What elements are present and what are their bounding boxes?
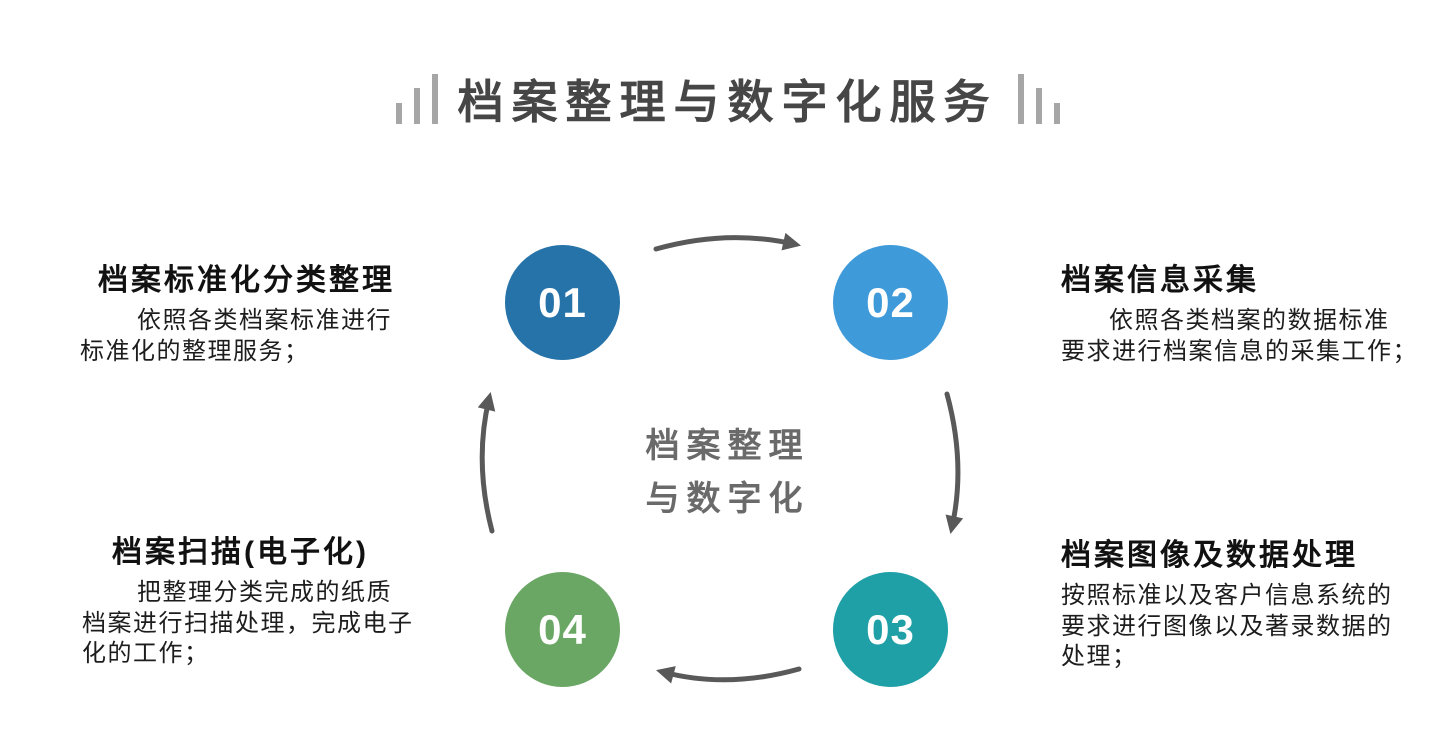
step-heading: 档案图像及数据处理	[1061, 539, 1358, 572]
step-description: 依照各类档案标准进行 标准化的整理服务；	[80, 307, 392, 365]
page-title: 档案整理与数字化服务	[457, 76, 998, 128]
step-block-02: 档案信息采集 依照各类档案的数据标准 要求进行档案信息的采集工作；	[1061, 263, 1446, 367]
signal-bars-left-icon	[395, 74, 438, 130]
cycle-center-label: 档案整理 与数字化	[645, 427, 810, 518]
bar	[431, 74, 438, 125]
signal-bars-right-icon	[1017, 74, 1060, 130]
step-block-04: 档案扫描(电子化) 把整理分类完成的纸质 档案进行扫描处理，完成电子 化的工作；	[82, 535, 442, 670]
step-number: 01	[538, 278, 587, 326]
bar	[413, 88, 420, 125]
step-circle-02: 02	[833, 245, 948, 360]
arrow-04-to-01-icon	[477, 391, 496, 534]
step-circle-01: 01	[505, 245, 620, 360]
step-heading: 档案扫描(电子化)	[112, 536, 369, 569]
step-circle-04: 04	[505, 572, 620, 687]
arrow-03-to-04-icon	[656, 666, 802, 684]
step-heading: 档案标准化分类整理	[98, 264, 395, 297]
bar	[395, 103, 402, 125]
arrow-02-to-03-icon	[944, 391, 964, 535]
bar	[1053, 103, 1060, 125]
step-description: 按照标准以及客户信息系统的 要求进行图像以及著录数据的 处理；	[1061, 582, 1393, 670]
bar	[1035, 88, 1042, 125]
step-number: 03	[866, 605, 915, 653]
step-heading: 档案信息采集	[1061, 264, 1259, 297]
step-description: 依照各类档案的数据标准 要求进行档案信息的采集工作；	[1061, 307, 1418, 365]
step-number: 04	[538, 605, 587, 653]
bar	[1017, 74, 1024, 125]
step-circle-03: 03	[833, 572, 948, 687]
step-description: 把整理分类完成的纸质 档案进行扫描处理，完成电子 化的工作；	[82, 579, 414, 667]
step-block-03: 档案图像及数据处理 按照标准以及客户信息系统的 要求进行图像以及著录数据的 处理…	[1061, 538, 1436, 673]
page-header: 档案整理与数字化服务	[0, 74, 1455, 130]
step-number: 02	[866, 278, 915, 326]
arrow-01-to-02-icon	[653, 232, 802, 252]
step-block-01: 档案标准化分类整理 依照各类档案标准进行 标准化的整理服务；	[80, 263, 440, 367]
